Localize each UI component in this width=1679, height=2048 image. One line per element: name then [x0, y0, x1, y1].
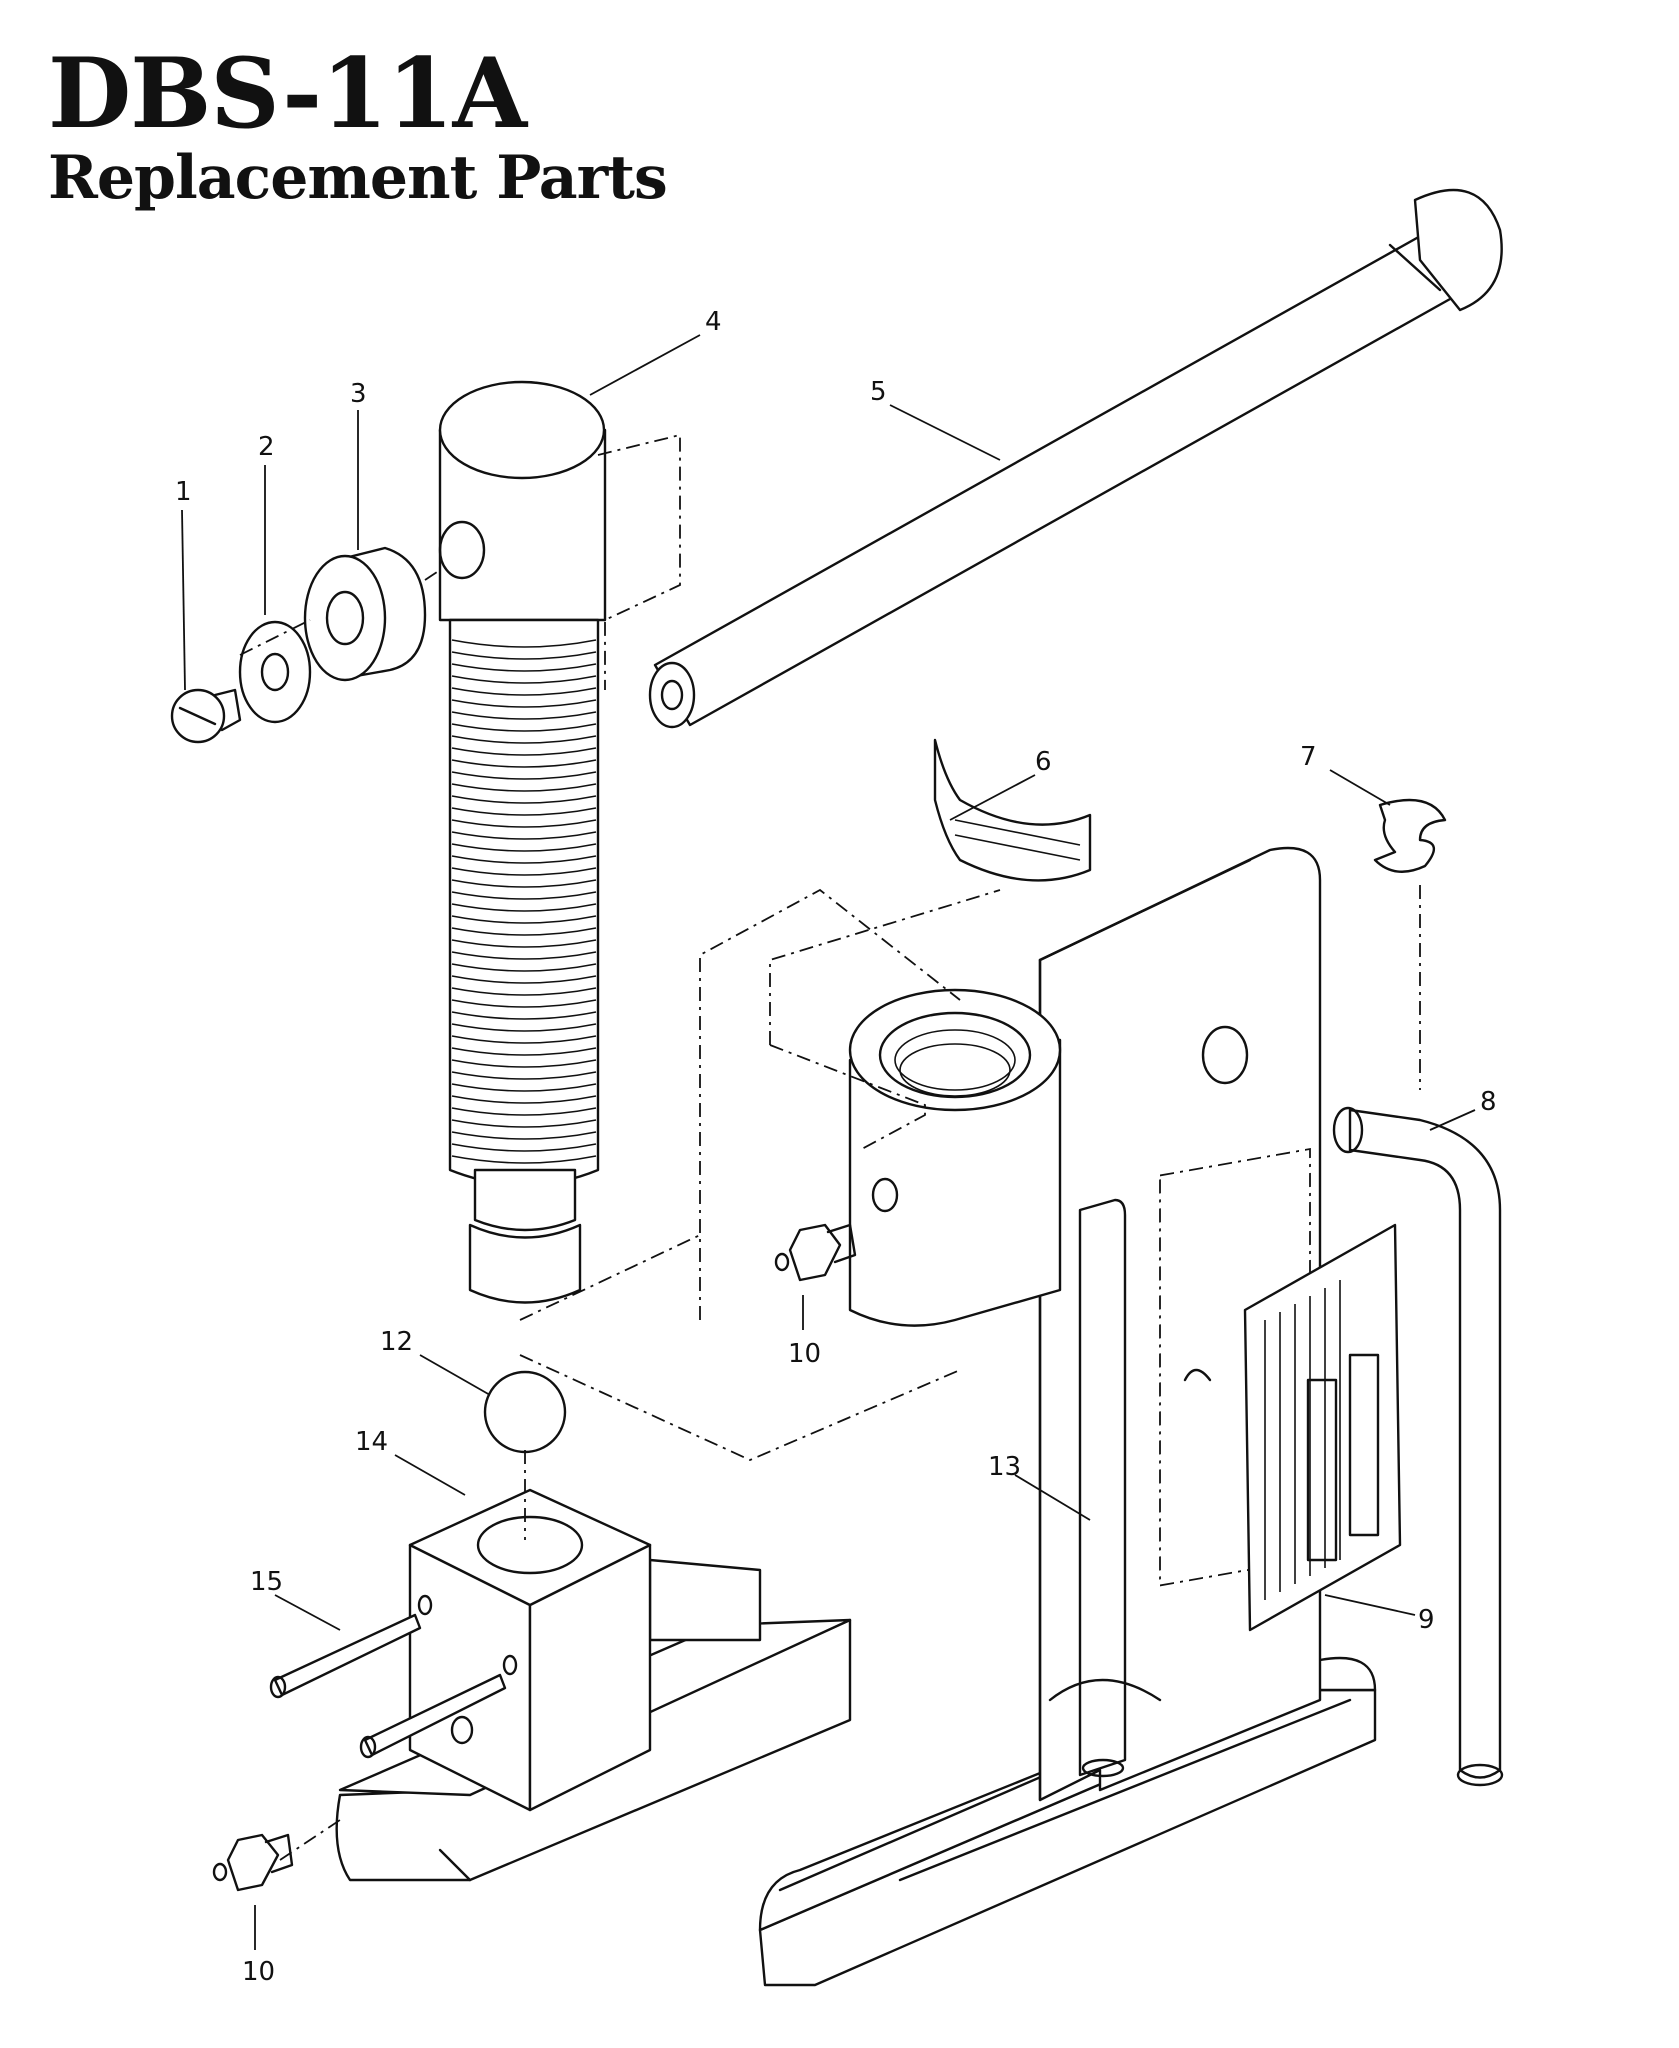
callout-10-lower: 10	[242, 1957, 275, 1987]
thread-ring	[451, 771, 597, 780]
thread-ring	[451, 1047, 597, 1056]
thread-ring	[451, 1107, 597, 1116]
callout-15: 15	[250, 1567, 283, 1597]
thread-ring	[451, 951, 597, 960]
thread-ring	[451, 1071, 597, 1080]
callout-2: 2	[258, 432, 275, 462]
part-15-pins	[269, 1613, 507, 1759]
thread-ring	[451, 687, 597, 696]
thread-ring	[451, 879, 597, 888]
thread-ring	[451, 723, 597, 732]
thread-ring	[451, 735, 597, 744]
thread-ring	[451, 903, 597, 912]
thread-ring	[451, 639, 597, 648]
callout-3: 3	[350, 379, 367, 409]
thread-ring	[451, 711, 597, 720]
callout-4: 4	[705, 307, 722, 337]
part-6-bushing-shell	[933, 738, 1092, 882]
part-5-lever-bar	[648, 188, 1503, 729]
callout-7: 7	[1300, 742, 1317, 772]
thread-ring	[451, 843, 597, 852]
thread-ring	[451, 807, 597, 816]
thread-ring	[451, 891, 597, 900]
model-title: DBS-11A	[48, 37, 527, 150]
part-2-washer	[238, 620, 312, 724]
thread-ring	[451, 915, 597, 924]
thread-ring	[451, 1059, 597, 1068]
thread-ring	[451, 747, 597, 756]
callout-9: 9	[1418, 1605, 1435, 1635]
callout-8: 8	[1480, 1087, 1497, 1117]
thread-ring	[451, 1083, 597, 1092]
callout-labels: 1 2 3 4 5 6 7 8 9 10 10 12 13 14 15	[175, 307, 1497, 1987]
assembly-guide-lines	[239, 433, 1421, 1861]
callout-13: 13	[988, 1452, 1021, 1482]
thread-ring	[451, 939, 597, 948]
callout-12: 12	[380, 1327, 413, 1357]
thread-ring	[451, 819, 597, 828]
callout-10-upper: 10	[788, 1339, 821, 1369]
thread-ring	[451, 867, 597, 876]
thread-ring	[451, 1143, 597, 1152]
part-14-anvil-block	[335, 1488, 852, 1882]
thread-ring	[451, 963, 597, 972]
thread-ring	[451, 651, 597, 660]
thread-ring	[451, 1131, 597, 1140]
collar-block	[848, 988, 1062, 1327]
thread-ring	[451, 927, 597, 936]
thread-ring	[451, 999, 597, 1008]
thread-ring	[451, 1119, 597, 1128]
part-7-retaining-clip	[1373, 798, 1447, 873]
thread-ring	[451, 1095, 597, 1104]
thread-ring	[451, 1155, 597, 1164]
page-subtitle: Replacement Parts	[48, 143, 668, 213]
thread-ring	[451, 699, 597, 708]
part-4-lead-screw	[438, 380, 607, 1304]
thread-ring	[451, 675, 597, 684]
part-1-screw	[170, 688, 242, 744]
thread-ring	[451, 759, 597, 768]
thread-ring	[451, 1023, 597, 1032]
part-12-ball	[483, 1370, 567, 1454]
thread-ring	[451, 987, 597, 996]
callout-5: 5	[870, 377, 887, 407]
thread-ring	[451, 783, 597, 792]
part-10-grease-fitting-lower	[212, 1833, 294, 1892]
callout-1: 1	[175, 477, 192, 507]
thread-ring	[451, 1011, 597, 1020]
thread-ring	[451, 855, 597, 864]
thread-ring	[451, 795, 597, 804]
thread-ring	[451, 975, 597, 984]
leader-lines	[181, 334, 1476, 1950]
thread-ring	[451, 663, 597, 672]
thread-ring	[451, 1035, 597, 1044]
callout-6: 6	[1035, 747, 1052, 777]
part-10-grease-fitting-upper	[774, 1223, 857, 1282]
part-9-label-plate	[1183, 1223, 1402, 1632]
thread-ring	[451, 831, 597, 840]
part-8-handle-rod	[1332, 1106, 1504, 1787]
callout-14: 14	[355, 1427, 388, 1457]
part-3-roller	[303, 546, 427, 682]
